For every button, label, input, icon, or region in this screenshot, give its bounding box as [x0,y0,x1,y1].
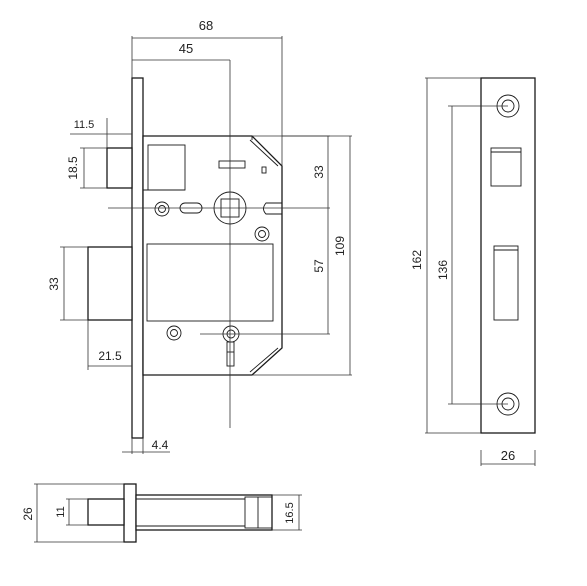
lock-side-view [87,60,330,439]
lock-case-body [142,135,283,376]
dim-4-4: 4.4 [152,438,169,452]
dim-21-5: 21.5 [98,349,122,363]
dim-11-5: 11.5 [74,119,95,131]
dim-11: 11 [55,506,67,517]
dim-16-5: 16.5 [284,502,296,523]
side-view-dimensions: 68 45 11.5 18.5 33 21.5 4.4 33 57 [47,18,352,454]
strike-plate [480,77,536,434]
lock-bottom-view: 26 11 16.5 [21,483,302,543]
key-slot [226,341,235,367]
deadbolt [87,246,133,321]
bottom-case [135,494,273,531]
dim-26-bottom: 26 [21,507,35,521]
dim-162: 162 [410,250,424,270]
strike-latch-opening [490,147,522,187]
latch-slot [218,160,246,169]
forend-plate [131,77,144,439]
case-notch [263,202,282,215]
strike-bolt-opening [493,245,519,321]
fixing-hole-lower [166,325,182,341]
dim-45: 45 [179,41,193,56]
dim-18-5: 18.5 [66,156,80,180]
strike-plate-view: 162 136 26 [410,77,536,466]
bottom-bolt [87,498,125,526]
dim-109: 109 [333,236,347,256]
dim-33-bolt: 33 [47,277,61,291]
bottom-forend [123,483,137,543]
dim-33-upper: 33 [312,165,326,179]
latch-bolt [106,147,133,189]
screw-hole-right [254,226,270,242]
dim-68: 68 [199,18,213,33]
dim-57: 57 [312,259,326,273]
fixing-hole-upper [154,201,170,217]
dim-136: 136 [436,260,450,280]
deadbolt-body [146,243,274,322]
dim-26-strike: 26 [501,448,515,463]
